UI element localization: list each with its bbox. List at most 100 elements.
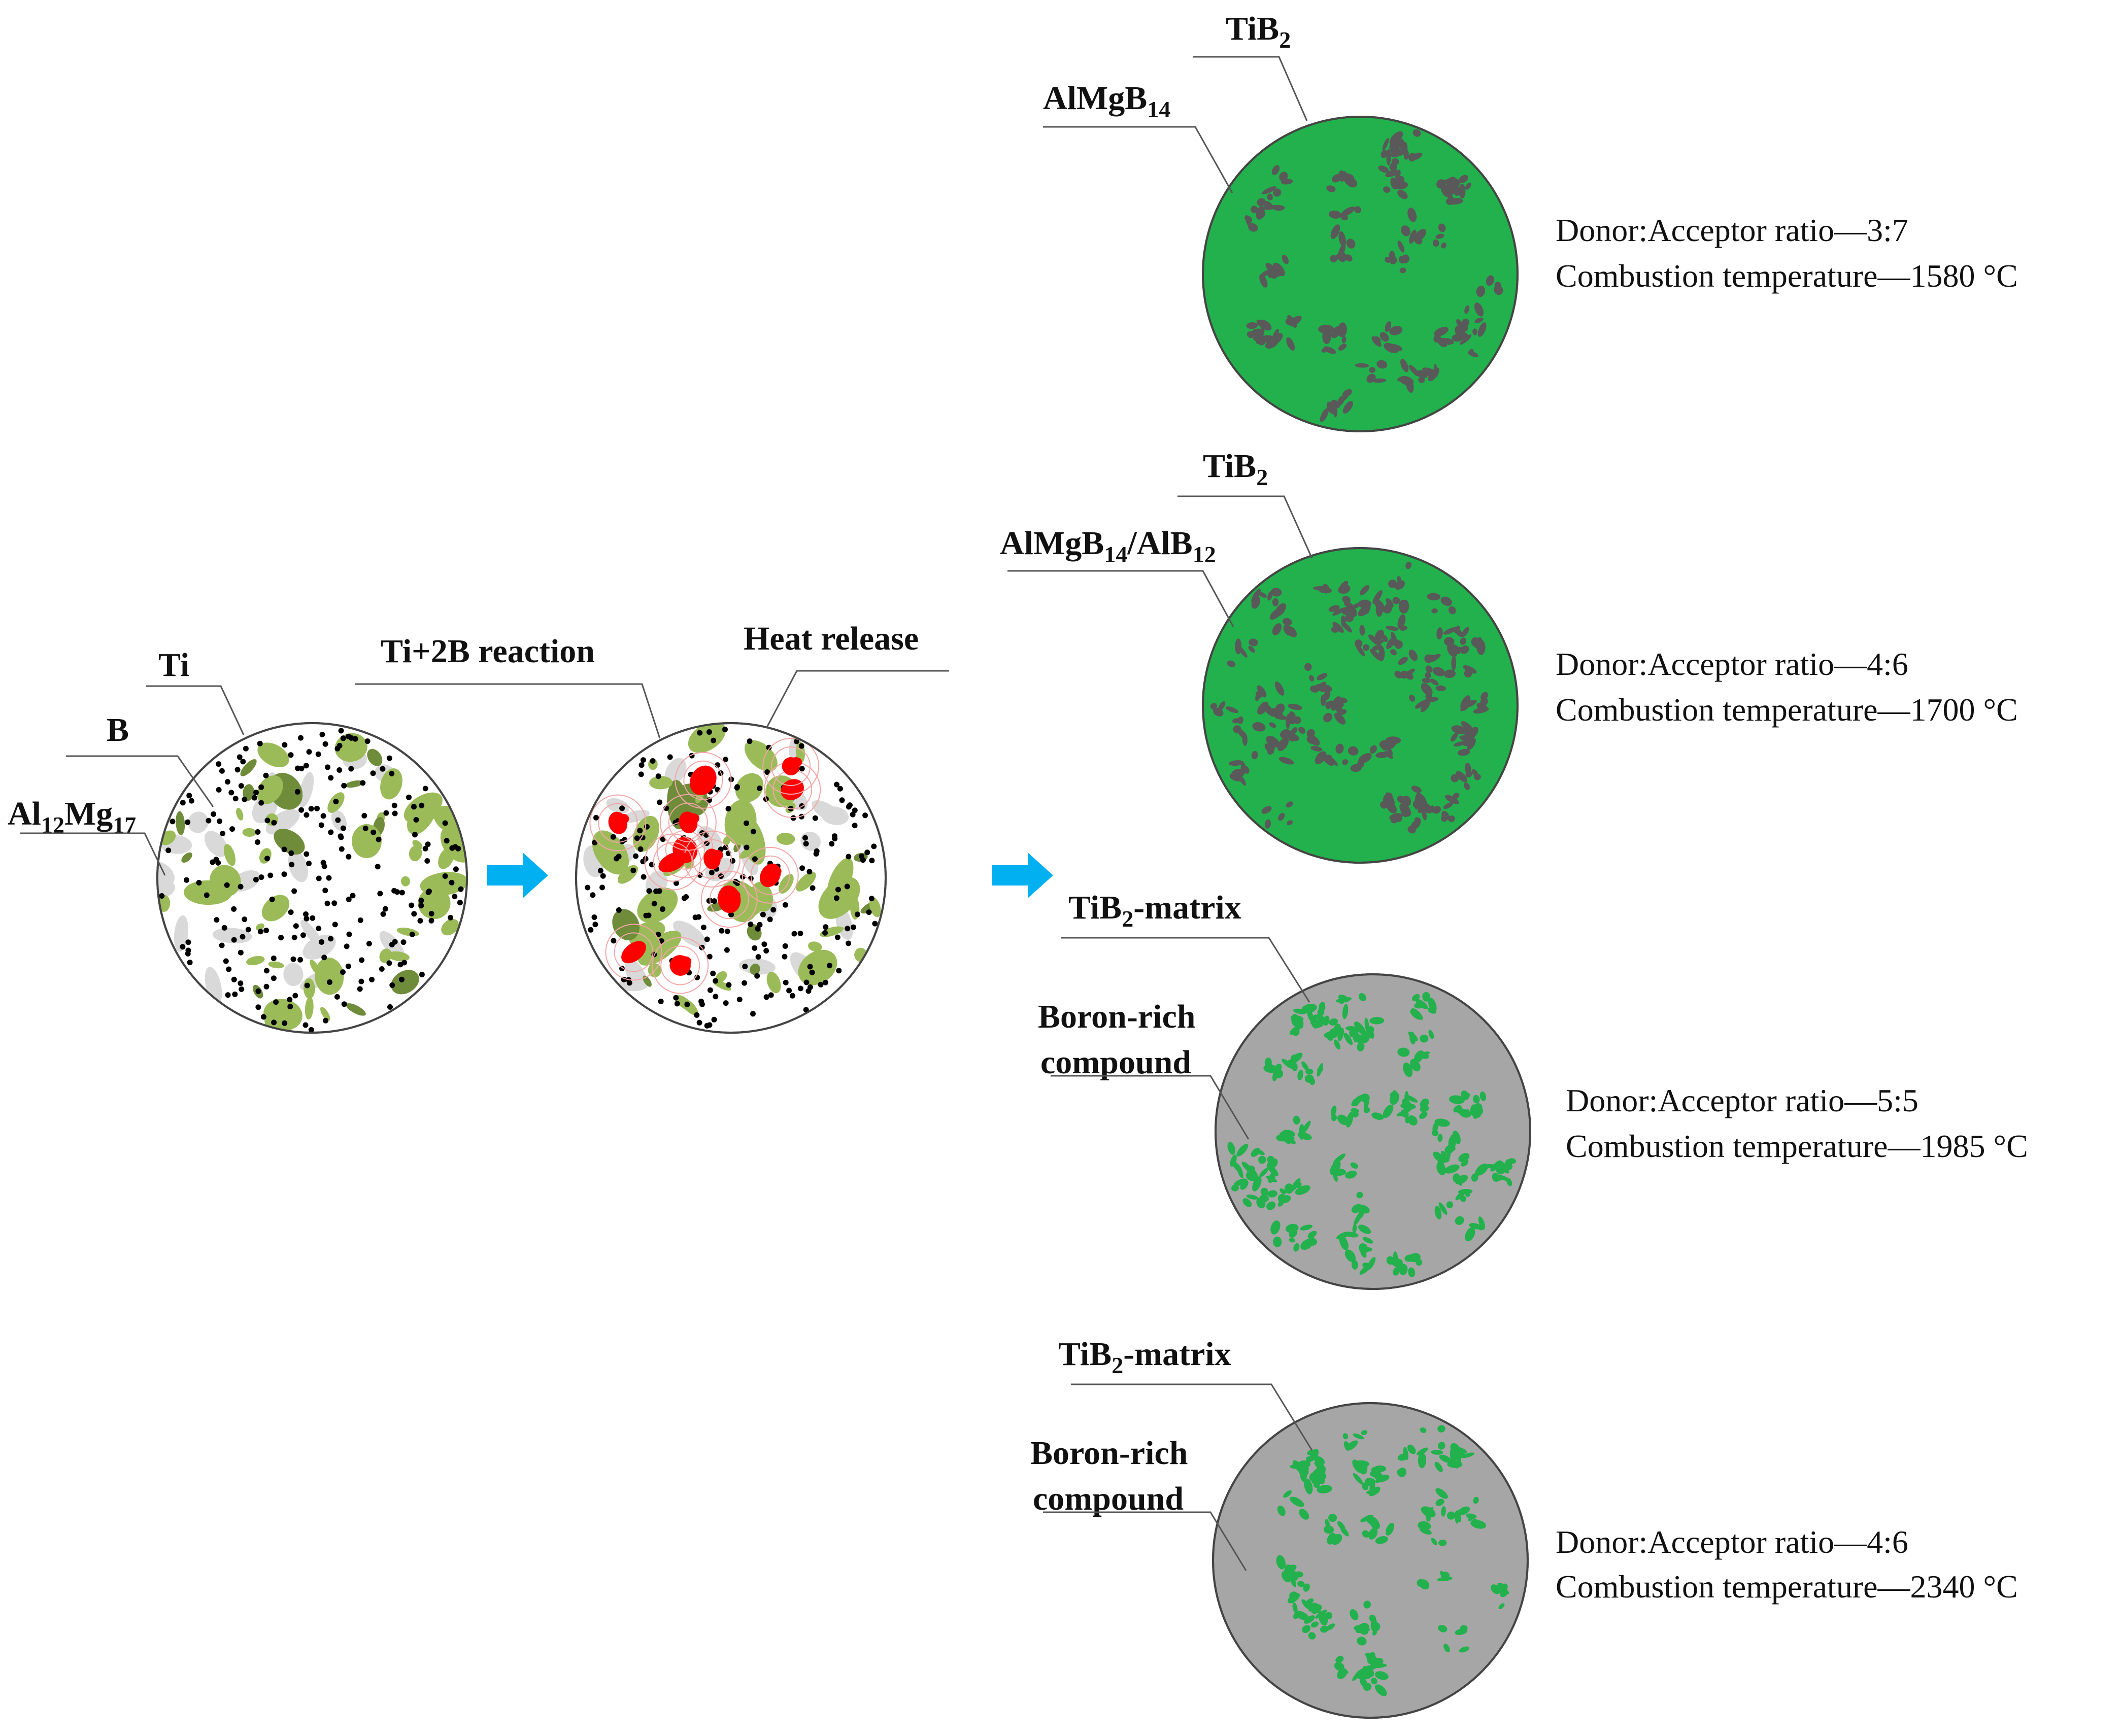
grain [1338,244,1346,257]
ti-particle [281,846,287,853]
grain [1326,185,1336,192]
leader-phase [1007,570,1234,627]
ti-particle [346,896,352,902]
grain [1329,1018,1338,1026]
ti-particle [616,854,622,860]
grain [1411,994,1420,1001]
grain [1386,626,1399,631]
ti-particle [696,1019,702,1026]
grain [1407,1115,1418,1126]
grain [1394,580,1405,590]
grain [1251,1148,1260,1157]
ti-particle [806,869,813,875]
ti-particle [812,815,818,821]
ti-particle [306,749,312,755]
grain [1331,1534,1342,1545]
grain [1261,806,1272,814]
ti-particle [657,799,663,805]
grain [1437,1577,1453,1582]
ti-particle [707,987,713,993]
grain [1495,1174,1510,1181]
grain [1270,1220,1281,1235]
al12mg17-particle [158,895,171,912]
ti-particle [271,975,277,981]
al12mg17-particle [305,996,314,1020]
grain [1417,1447,1429,1455]
grain [1256,206,1265,220]
grain [1288,1060,1296,1067]
grain [1420,802,1433,813]
ti-particle [379,966,385,972]
ti-particle [851,924,856,930]
grain [1371,1112,1384,1120]
grain [1232,1161,1242,1173]
ti-particle [271,956,277,961]
grain [1421,683,1433,696]
al12mg17-particle [750,963,760,975]
grain [1443,1644,1450,1653]
grain [1438,223,1446,232]
grain [1440,596,1453,606]
grain [1275,712,1283,719]
boron-particle [812,800,842,823]
ti-particle [411,804,417,810]
grain [1463,782,1470,790]
ti-particle [428,911,434,916]
reaction-spot [711,849,723,860]
ti-particle [217,818,223,824]
grain [1392,639,1400,646]
grain [1394,670,1402,678]
ti-particle [706,1022,713,1028]
grain [1342,389,1352,397]
ti-particle [809,969,815,975]
grain [1508,1158,1517,1164]
heat-ring [692,839,732,879]
grain [1277,1505,1286,1516]
grain [1433,364,1438,377]
grain [1415,699,1429,709]
ti-particle [864,849,870,856]
ti-particle [282,742,288,748]
grain [1430,678,1439,686]
grain [1299,1467,1309,1475]
ti-particle [763,948,769,954]
grain [1368,1527,1378,1540]
grain [1436,627,1443,640]
ti-particle [449,845,455,851]
ti-particle [224,882,230,888]
grain [1459,184,1466,199]
grain [1465,770,1472,778]
ti-particle [807,964,813,970]
grain [1370,1678,1377,1685]
grain [1306,1456,1312,1463]
label-boron-rich-1: Boron-rich [1038,998,1195,1035]
grain [1432,239,1439,247]
ti-particle [240,759,246,765]
grain [1434,327,1449,336]
ti-particle [238,949,244,956]
grain [1332,703,1336,710]
ti-particle [185,819,191,825]
grain [1309,1078,1316,1085]
ti-particle [748,922,754,927]
grain [1372,378,1387,383]
grain [1359,1243,1368,1254]
grain [1310,1621,1319,1628]
grain [1233,725,1241,734]
grain [1439,1454,1452,1463]
grain [1233,1178,1248,1186]
ti-particle [308,1027,314,1033]
ti-particle [291,888,297,894]
grain [1318,1004,1326,1012]
ti-particle [646,912,652,918]
grain [1459,175,1468,183]
grain [1397,614,1406,629]
ti-particle [742,980,748,986]
ti-particle [711,737,717,743]
grain [1506,1178,1512,1186]
grain [1289,316,1302,326]
ti-particle [288,909,294,915]
ti-particle [258,784,264,790]
grain [1449,1095,1465,1104]
ti-particle [797,985,803,992]
